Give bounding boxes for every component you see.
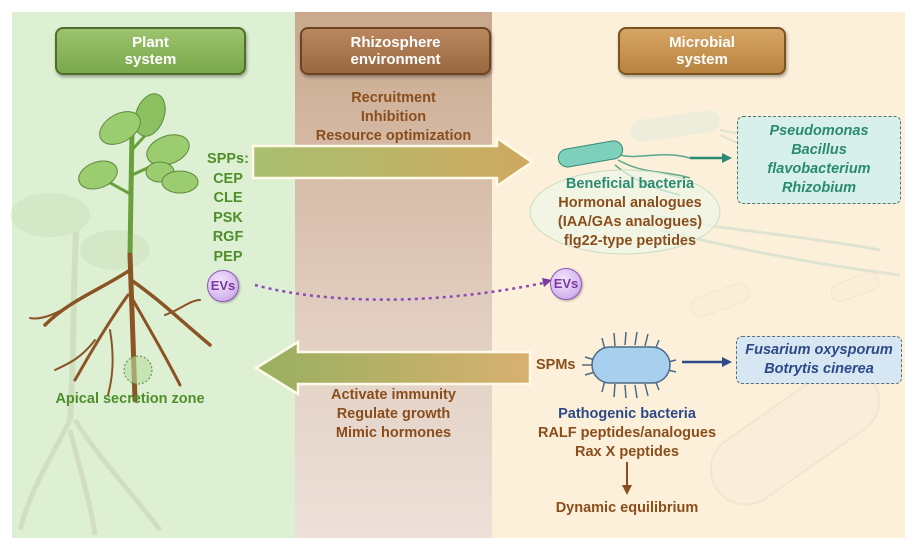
rhizosphere-effects-top: Recruitment Inhibition Resource optimiza… [295,89,492,146]
plant-icon [78,93,199,256]
spp-item: CLE [213,190,243,206]
root-system-icon [29,252,212,403]
rhizosphere-panel [295,12,492,538]
beneficial-halo [529,169,721,255]
species-name: Pseudomonas [769,123,869,139]
header-line: system [124,51,177,68]
ev-transfer-arrow [254,280,549,301]
spp-item: RGF [212,229,244,245]
species-name: flavobacterium [767,161,871,177]
ev-arrowhead-icon [542,278,552,287]
pathogenic-arrowhead-icon [722,357,732,367]
beneficial-item: (IAA/GAs analogues) [557,214,703,230]
species-name: Bacillus [791,142,847,158]
apical-secretion-zone-marker [123,355,153,385]
plant-ev-badge: EVs [207,270,239,302]
pathogenic-item: Rax X peptides [575,444,679,460]
beneficial-arrowhead-icon [722,153,732,163]
spps-label: SPPs: [207,151,249,167]
pathogenic-bacterium-icon [584,331,677,399]
beneficial-examples-box: Pseudomonas Bacillus flavobacterium Rhiz… [737,116,901,204]
beneficial-item: flg22-type peptides [563,233,697,249]
spp-item: CEP [213,170,243,187]
header-line: Microbial [669,34,735,51]
microbial-ev-badge: EVs [550,268,582,300]
arrow-plant-to-microbes [251,135,535,189]
header-line: Plant [132,34,169,51]
beneficial-bacteria-block: Beneficial bacteria Hormonal analogues (… [530,175,730,251]
pathogenic-bacteria-block: Pathogenic bacteria RALF peptides/analog… [517,405,737,462]
species-name: Rhizobium [781,180,857,196]
effect-item: Recruitment [351,90,436,106]
effect-item: Resource optimization [315,128,472,144]
pathogenic-bacteria-title: Pathogenic bacteria [558,406,696,422]
apical-secretion-zone-label: Apical secretion zone [55,391,205,407]
effect-item: Mimic hormones [335,425,452,441]
header-line: Rhizosphere [350,34,441,51]
header-line: system [676,51,728,68]
species-name: Fusarium oxysporum [745,342,893,358]
species-name: Botrytis cinerea [764,361,874,377]
spps-list: SPPs: CEP CLE PSK RGF PEP [198,150,258,267]
outcome-arrowhead-icon [622,485,632,495]
arrow-microbes-to-plant [253,339,532,397]
rhizosphere-effects-bottom: Activate immunity Regulate growth Mimic … [295,386,492,443]
microbial-system-header: Microbial system [618,27,786,75]
beneficial-bacteria-title: Beneficial bacteria [565,176,695,192]
spms-label: SPMs [536,357,576,373]
beneficial-item: Hormonal analogues [558,195,702,211]
effect-item: Inhibition [360,109,427,125]
pathogenic-examples-box: Fusarium oxysporum Botrytis cinerea [736,336,902,384]
dynamic-equilibrium-label: Dynamic equilibrium [555,500,699,516]
pathogenic-item: RALF peptides/analogues [537,425,717,441]
spp-item: PSK [213,209,243,226]
spp-item: PEP [213,248,243,265]
effect-item: Activate immunity [331,387,456,403]
effect-item: Regulate growth [336,406,451,422]
header-line: environment [350,51,441,68]
rhizosphere-header: Rhizosphere environment [300,27,491,75]
plant-system-header: Plant system [55,27,246,75]
